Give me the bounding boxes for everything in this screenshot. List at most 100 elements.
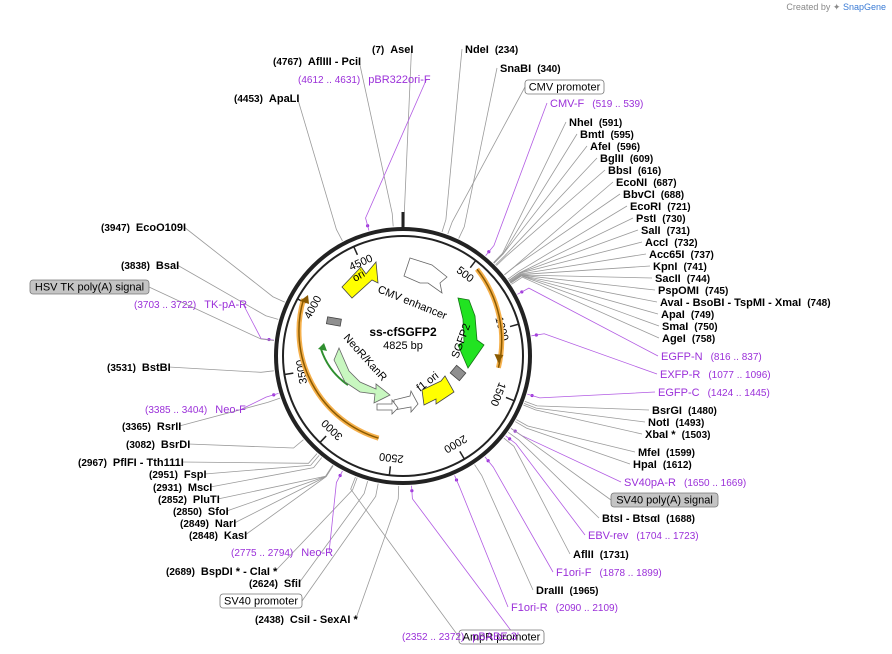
site-mfei[interactable]: MfeI(1599) [638, 447, 695, 459]
site-pspomi[interactable]: PspOMI(745) [658, 285, 728, 297]
site-pflfi-tth111i[interactable]: (2967)PflFI - Tth111I [78, 457, 184, 469]
site-afei[interactable]: AfeI(596) [590, 141, 640, 153]
site-bbsi[interactable]: BbsI(616) [608, 165, 661, 177]
primer-position: (1077 .. 1096) [708, 370, 770, 381]
primer-f1ori-r[interactable]: F1ori-R(2090 .. 2109) [511, 602, 618, 614]
site-name: PstI [636, 213, 656, 225]
site-bmti[interactable]: BmtI(595) [580, 129, 634, 141]
primer-neo-f[interactable]: (3385 .. 3404)Neo-F [145, 404, 246, 416]
site-btsi-bts-i[interactable]: BtsI - BtsαI(1688) [602, 513, 695, 525]
primer-pbr322ori-f[interactable]: (4612 .. 4631)pBR322ori-F [298, 74, 431, 86]
site-apali[interactable]: (4453)ApaLI [234, 93, 299, 105]
primer-name: EXFP-R [660, 369, 700, 381]
site-bglii[interactable]: BglII(609) [600, 153, 653, 165]
site-acci[interactable]: AccI(732) [645, 237, 698, 249]
site-psti[interactable]: PstI(730) [636, 213, 686, 225]
site-leader-line [510, 275, 660, 327]
primer-pbabe-3[interactable]: (2352 .. 2372)pBABE 3' [402, 631, 519, 643]
primer-position: (2090 .. 2109) [556, 603, 618, 614]
site-ecori[interactable]: EcoRI(721) [630, 201, 691, 213]
site-sacii[interactable]: SacII(744) [655, 273, 710, 285]
site-snabi[interactable]: SnaBI(340) [500, 63, 561, 75]
site-sfoi[interactable]: (2850)SfoI [173, 506, 229, 518]
site-name: AseI [390, 44, 413, 56]
site-csii-sexai[interactable]: (2438)CsiI - SexAI * [255, 614, 358, 626]
site-name: BtsI - BtsαI [602, 513, 660, 525]
primer-ebv-rev[interactable]: EBV-rev(1704 .. 1723) [588, 530, 699, 542]
site-msci[interactable]: (2931)MscI [153, 482, 212, 494]
primer-egfp-n[interactable]: EGFP-N(816 .. 837) [661, 351, 762, 363]
site-bsrdi[interactable]: (3082)BsrDI [126, 439, 190, 451]
site-bspdi-clai[interactable]: (2689)BspDI * - ClaI * [166, 566, 278, 578]
site-nari[interactable]: (2849)NarI [180, 518, 236, 530]
primer-exfp-r[interactable]: EXFP-R (1077 .. 1096) [660, 369, 771, 381]
site-ndei[interactable]: NdeI(234) [465, 44, 518, 56]
site-sali[interactable]: SalI(731) [641, 225, 690, 237]
box-label-hsv-tk-poly-a-signal[interactable]: HSV TK poly(A) signal [35, 282, 144, 294]
site-name: PflFI - Tth111I [113, 457, 184, 469]
site-name: SacII [655, 273, 681, 285]
site-name: BbsI [608, 165, 632, 177]
site-apai[interactable]: ApaI(749) [661, 309, 714, 321]
site-hpai[interactable]: HpaI(1612) [633, 459, 692, 471]
primer-leader-line [485, 102, 548, 256]
primer-sv40pa-r[interactable]: SV40pA-R(1650 .. 1669) [624, 477, 746, 489]
site-fspi[interactable]: (2951)FspI [149, 469, 207, 481]
site-name: NheI [569, 117, 593, 129]
site-aflii[interactable]: AflII(1731) [573, 549, 629, 561]
site-leader-line [504, 181, 614, 275]
site-name: MfeI [638, 447, 660, 459]
primer-egfp-c[interactable]: EGFP-C(1424 .. 1445) [658, 387, 770, 399]
site-name: EcoRI [630, 201, 661, 213]
site-afliii-pcii[interactable]: (4767)AflIII - PciI [273, 56, 361, 68]
site-pluti[interactable]: (2852)PluTI [158, 494, 220, 506]
site-noti[interactable]: NotI(1493) [648, 417, 704, 429]
site-bsrgi[interactable]: BsrGI(1480) [652, 405, 717, 417]
site-name: SmaI [662, 321, 688, 333]
arrowhead-icon [494, 354, 504, 363]
site-bbvci[interactable]: BbvCI(688) [623, 189, 684, 201]
box-label-cmv-promoter[interactable]: CMV promoter [529, 82, 601, 94]
site-position: (750) [694, 322, 717, 333]
site-smai[interactable]: SmaI (750) [662, 321, 718, 333]
tick-mark [388, 466, 392, 476]
site-draiii[interactable]: DraIII(1965) [536, 585, 598, 597]
site-asei[interactable]: (7) AseI [372, 44, 413, 56]
site-agei[interactable]: AgeI(758) [662, 333, 715, 345]
site-leader-line [516, 419, 636, 453]
primer-position: (2352 .. 2372) [402, 632, 464, 643]
plasmid-name: ss-cfSGFP2 [369, 325, 437, 339]
site-kpni[interactable]: KpnI(741) [653, 261, 707, 273]
box-leader-line [350, 476, 460, 638]
box-label-sv40-poly-a-signal[interactable]: SV40 poly(A) signal [616, 495, 713, 507]
site-position: (234) [495, 45, 518, 56]
box-label-ampr-promoter[interactable]: AmpR promoter [463, 632, 541, 644]
site-rsrii[interactable]: (3365)RsrII [122, 421, 181, 433]
site-ecoo109i[interactable]: (3947)EcoO109I [101, 222, 186, 234]
primer-f1ori-f[interactable]: F1ori-F(1878 .. 1899) [556, 567, 662, 579]
primer-tk-pa-r[interactable]: (3703 .. 3722)TK-pA-R [134, 299, 247, 311]
site-position: (7) [372, 45, 384, 56]
site-acc65i[interactable]: Acc65I(737) [649, 249, 714, 261]
site-bstbi[interactable]: (3531)BstBI [107, 362, 171, 374]
site-name: AfeI [590, 141, 611, 153]
site-position: (1731) [600, 550, 629, 561]
site-bsai[interactable]: (3838)BsaI [121, 260, 179, 272]
site-name: SfoI [208, 506, 229, 518]
site-sfii[interactable]: (2624)SfiI [249, 578, 301, 590]
site-position: (4767) [273, 57, 302, 68]
site-position: (758) [692, 334, 715, 345]
plasmid-length: 4825 bp [383, 340, 423, 352]
site-avai-bsobi-tspmi-xmai[interactable]: AvaI - BsoBI - TspMI - XmaI(748) [660, 297, 831, 309]
backbone-outer-ring [274, 227, 532, 485]
site-leader-line [181, 453, 318, 464]
primer-neo-r[interactable]: (2775 .. 2794)Neo-R [231, 547, 333, 559]
site-leader-line [176, 264, 279, 320]
site-xbai[interactable]: XbaI *(1503) [645, 429, 710, 441]
primer-cmv-f[interactable]: CMV-F(519 .. 539) [550, 98, 643, 110]
site-kasi[interactable]: (2848)KasI [189, 530, 247, 542]
box-label-sv40-promoter[interactable]: SV40 promoter [224, 596, 298, 608]
site-econi[interactable]: EcoNI(687) [616, 177, 677, 189]
site-nhei[interactable]: NheI(591) [569, 117, 622, 129]
